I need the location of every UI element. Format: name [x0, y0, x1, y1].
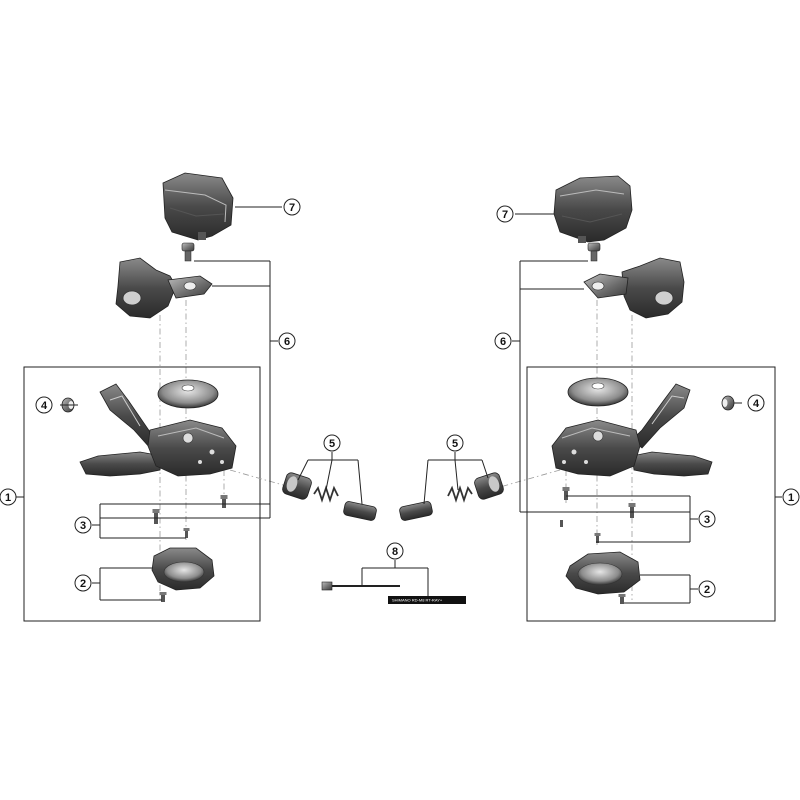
svg-text:5: 5 [452, 438, 458, 450]
callout-5-right: 5 [446, 434, 464, 452]
right-top-cover [553, 175, 633, 243]
svg-text:7: 7 [502, 209, 508, 221]
right-leader-lines [423, 213, 782, 604]
svg-text:6: 6 [284, 336, 290, 348]
svg-text:8: 8 [392, 546, 398, 558]
left-indicator-cover [151, 547, 215, 602]
right-shifter-assembly [399, 175, 782, 622]
callout-6-left: 6 [278, 332, 296, 350]
cable-label-text: SHIMANO RD-M8 RT-RAY+ [392, 598, 443, 603]
callout-6-right: 6 [494, 332, 512, 350]
svg-text:4: 4 [41, 400, 48, 412]
cable-package-label [388, 596, 466, 604]
left-barrel-parts [282, 472, 377, 521]
svg-text:5: 5 [329, 438, 335, 450]
svg-text:1: 1 [788, 492, 794, 504]
right-unit-frame [526, 366, 776, 622]
callout-2-right: 2 [698, 580, 716, 598]
left-shifter-body [79, 383, 237, 477]
svg-text:3: 3 [704, 514, 710, 526]
svg-text:3: 3 [80, 520, 86, 532]
inner-cable-set: SHIMANO RD-M8 RT-RAY+ [321, 560, 466, 604]
svg-text:6: 6 [500, 336, 506, 348]
callout-7-left: 7 [283, 198, 301, 216]
svg-text:7: 7 [289, 202, 295, 214]
callout-7-right: 7 [496, 205, 514, 223]
callout-5-left: 5 [323, 434, 341, 452]
left-shifter-assembly [16, 172, 377, 622]
right-fixing-screws [560, 487, 636, 543]
right-clamp-bolt [587, 242, 601, 262]
right-indicator-cover [565, 551, 641, 604]
right-shifter-body [551, 383, 713, 477]
callout-8: 8 [386, 542, 404, 560]
svg-text:2: 2 [704, 584, 710, 596]
right-axis-line-4 [499, 469, 561, 488]
callout-1-right: 1 [782, 488, 800, 506]
left-top-cover [162, 172, 234, 241]
right-cable-cap [721, 395, 735, 411]
svg-text:4: 4 [753, 398, 760, 410]
svg-text:2: 2 [80, 578, 86, 590]
callout-4-left: 4 [35, 396, 53, 414]
left-leader-lines [16, 206, 363, 601]
callout-3-right: 3 [698, 510, 716, 528]
svg-text:1: 1 [5, 492, 11, 504]
right-clamp-band [583, 257, 685, 319]
callout-1-left: 1 [0, 488, 17, 506]
callout-3-left: 3 [74, 516, 92, 534]
callout-4-right: 4 [747, 394, 765, 412]
left-axis-line-4 [229, 469, 291, 488]
left-indexing-disc [157, 379, 219, 409]
left-clamp-bolt [181, 242, 195, 262]
right-barrel-parts [399, 472, 504, 521]
right-indexing-disc [567, 377, 629, 407]
left-unit-frame [23, 366, 261, 622]
left-clamp-band [115, 257, 213, 319]
callout-2-left: 2 [74, 574, 92, 592]
left-fixing-screws [152, 495, 228, 538]
